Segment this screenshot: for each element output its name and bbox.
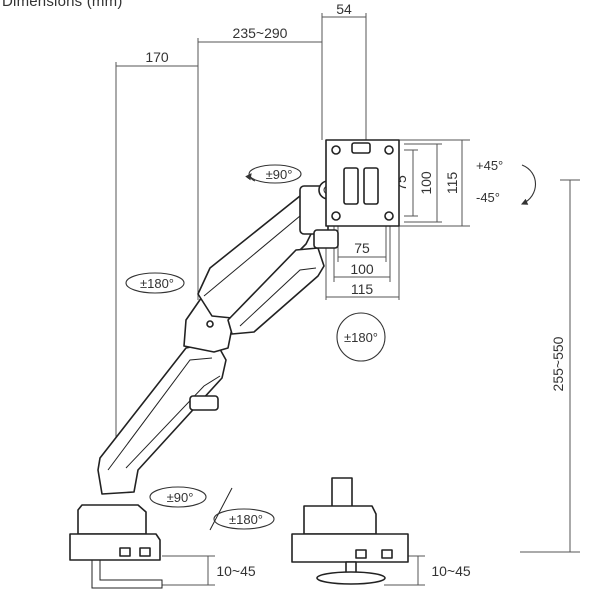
- rot-head-swivel: ±90°: [266, 167, 293, 182]
- rot-elbow-swivel: ±180°: [140, 276, 174, 291]
- rot-screen-rotation: ±180°: [344, 330, 378, 345]
- dim-vesa-100-h: 100: [350, 261, 374, 277]
- dim-vesa-100-v: 100: [418, 171, 434, 195]
- dim-vesa-75-h: 75: [354, 240, 370, 256]
- dim-clamp-right: 10~45: [431, 563, 471, 579]
- dimension-labels: 54 235~290 170 75 100 115 75 100 115 255…: [145, 1, 566, 579]
- rot-base-swivel-180: ±180°: [229, 512, 263, 527]
- dim-vesa-115-v: 115: [444, 172, 460, 195]
- dim-vesa-115-h: 115: [351, 281, 374, 297]
- monitor-arm: [69, 139, 409, 589]
- dim-height-range: 255~550: [550, 336, 566, 391]
- rot-base-swivel-90: ±90°: [167, 490, 194, 505]
- rot-tilt-up: +45°: [476, 158, 503, 173]
- dimension-lines: [115, 13, 580, 586]
- dim-reach-min: 170: [145, 49, 169, 65]
- dim-reach-max: 235~290: [233, 25, 288, 41]
- page-title: Dimensions (mm): [2, 0, 123, 10]
- rotation-indicators: ±90° ±180° +45° -45° ±180° ±90° ±180°: [125, 158, 537, 531]
- rot-tilt-down: -45°: [476, 190, 500, 205]
- dim-top-depth: 54: [336, 1, 352, 17]
- dim-clamp-left: 10~45: [216, 563, 256, 579]
